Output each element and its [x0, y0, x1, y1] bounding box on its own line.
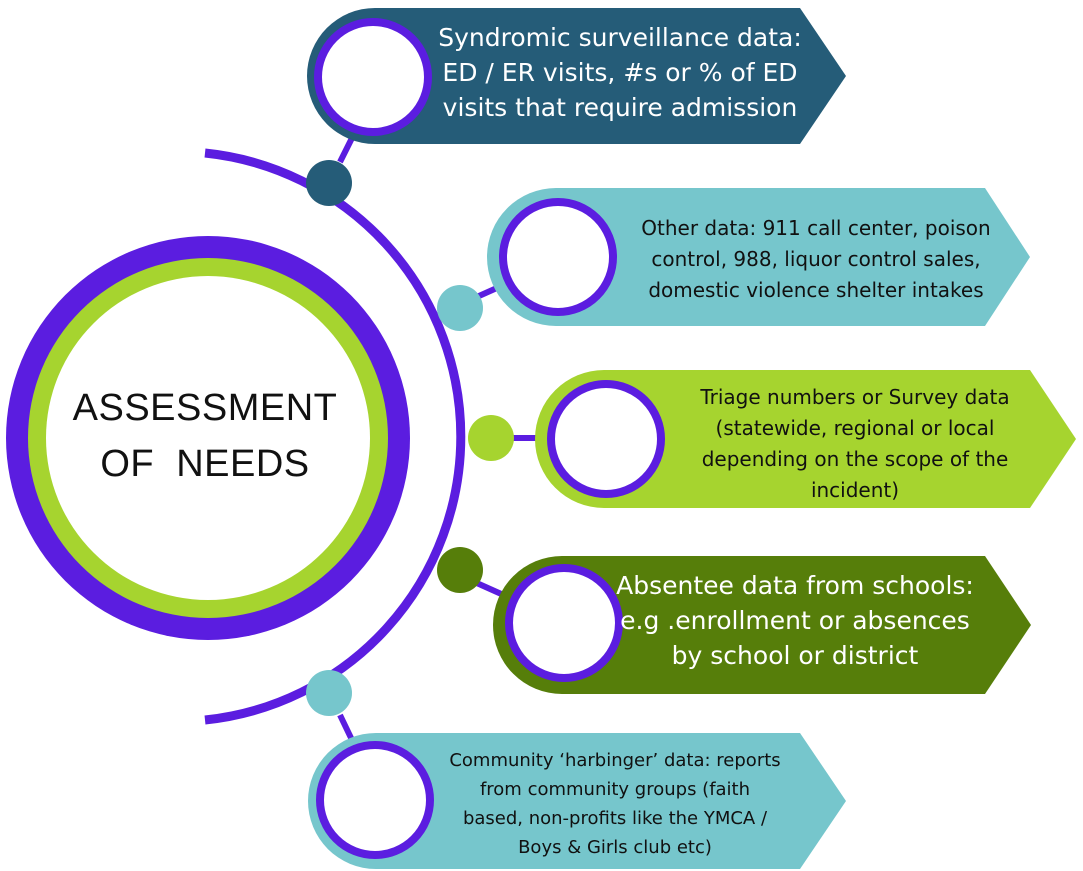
item-2-line-2: control, 988, liquor control sales, [651, 246, 981, 271]
box-circle-3 [547, 380, 665, 498]
item-5-line-3: based, non-profits like the YMCA / [462, 808, 768, 829]
arc-node-5 [306, 670, 352, 716]
community-harbinger-text: Community ‘harbinger’ data: reports from… [425, 744, 805, 864]
item-3-line-4: incident) [810, 478, 900, 502]
connector-5 [337, 713, 355, 742]
item-4-line-3: by school or district [671, 640, 919, 670]
arrow-box-2 [487, 188, 1030, 326]
box-circle-2 [499, 198, 617, 316]
center-title-line-2: OF NEEDS [100, 443, 310, 485]
arc-node-1 [306, 160, 352, 206]
item-1-line-2: ED / ER visits, #s or % of ED [442, 57, 798, 87]
arrow-box-1 [307, 8, 846, 144]
item-4-line-1: Absentee data from schools: [616, 570, 974, 600]
other-data-text: Other data: 911 call center, poison cont… [628, 210, 1004, 308]
center-title-line-1: ASSESSMENT [72, 387, 338, 429]
item-5-line-2: from community groups (faith [479, 779, 751, 800]
box-circle-4 [505, 564, 623, 682]
arrow-box-5 [308, 733, 846, 869]
arc-node-3 [468, 415, 514, 461]
item-2-line-3: domestic violence shelter intakes [648, 277, 984, 302]
arc-node-4 [437, 547, 483, 593]
center-title: ASSESSMENT OF NEEDS [50, 380, 360, 492]
item-4-line-2: e.g .enrollment or absences [620, 605, 970, 635]
triage-survey-text: Triage numbers or Survey data (statewide… [682, 380, 1028, 508]
box-circle-5 [316, 741, 434, 859]
item-1-line-1: Syndromic surveillance data: [438, 22, 802, 52]
connector-1 [337, 136, 355, 164]
absentee-data-text: Absentee data from schools: e.g .enrollm… [612, 566, 978, 674]
item-3-line-1: Triage numbers or Survey data [700, 385, 1010, 409]
item-5-line-4: Boys & Girls club etc) [518, 837, 712, 858]
item-5-line-1: Community ‘harbinger’ data: reports [449, 750, 781, 771]
center-ring-inner [46, 276, 370, 600]
syndromic-surveillance-text: Syndromic surveillance data: ED / ER vis… [430, 18, 810, 126]
item-3-line-3: depending on the scope of the [701, 447, 1009, 471]
arc-node-2 [437, 285, 483, 331]
arrow-box-3 [535, 370, 1076, 508]
item-1-line-3: visits that require admission [442, 92, 798, 122]
item-3-line-2: (statewide, regional or local [715, 416, 995, 440]
arrow-box-4 [493, 556, 1031, 694]
box-circle-1 [314, 18, 432, 136]
item-2-line-1: Other data: 911 call center, poison [641, 215, 991, 240]
